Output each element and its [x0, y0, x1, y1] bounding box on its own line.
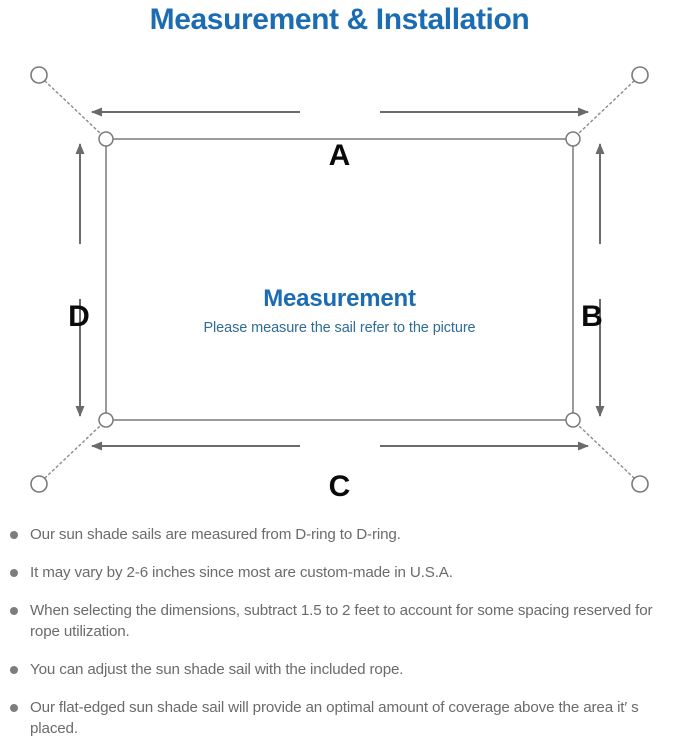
list-item: Our sun shade sails are measured from D-… [0, 524, 679, 545]
note-text: Our sun shade sails are measured from D-… [30, 526, 401, 543]
rope-top-right [577, 80, 635, 135]
bullet-icon [10, 704, 18, 712]
anchor-top-right-icon [631, 66, 649, 84]
bullet-icon [10, 531, 18, 539]
bullet-icon [10, 666, 18, 674]
anchor-bottom-right-icon [631, 475, 649, 493]
d-ring-top-left-icon [98, 131, 114, 147]
list-item: It may vary by 2-6 inches since most are… [0, 562, 679, 583]
d-ring-bottom-right-icon [565, 412, 581, 428]
list-item: You can adjust the sun shade sail with t… [0, 659, 679, 680]
anchor-top-left-icon [30, 66, 48, 84]
measurement-diagram: Measurement Please measure the sail refe… [0, 44, 679, 514]
bullet-icon [10, 569, 18, 577]
dimension-label-c: C [328, 470, 351, 503]
d-ring-bottom-left-icon [98, 412, 114, 428]
note-text: It may vary by 2-6 inches since most are… [30, 564, 453, 581]
anchor-bottom-left-icon [30, 475, 48, 493]
bullet-icon [10, 607, 18, 615]
note-text: Our flat-edged sun shade sail will provi… [30, 699, 639, 737]
rope-top-left [44, 80, 102, 135]
dimension-label-a: A [328, 139, 351, 172]
diagram-svg [30, 66, 649, 493]
dimension-label-d: D [68, 300, 90, 333]
list-item: Our flat-edged sun shade sail will provi… [0, 697, 679, 739]
page-title: Measurement & Installation [149, 3, 530, 36]
note-text: You can adjust the sun shade sail with t… [30, 661, 404, 678]
note-text: When selecting the dimensions, subtract … [30, 602, 653, 640]
list-item: When selecting the dimensions, subtract … [0, 600, 679, 642]
dimension-label-b: B [581, 300, 603, 333]
rope-bottom-right [577, 424, 635, 479]
rope-lines [44, 80, 635, 479]
rope-bottom-left [44, 424, 102, 479]
d-ring-top-right-icon [565, 131, 581, 147]
sail-shape [105, 138, 574, 421]
notes-list: Our sun shade sails are measured from D-… [0, 524, 679, 739]
